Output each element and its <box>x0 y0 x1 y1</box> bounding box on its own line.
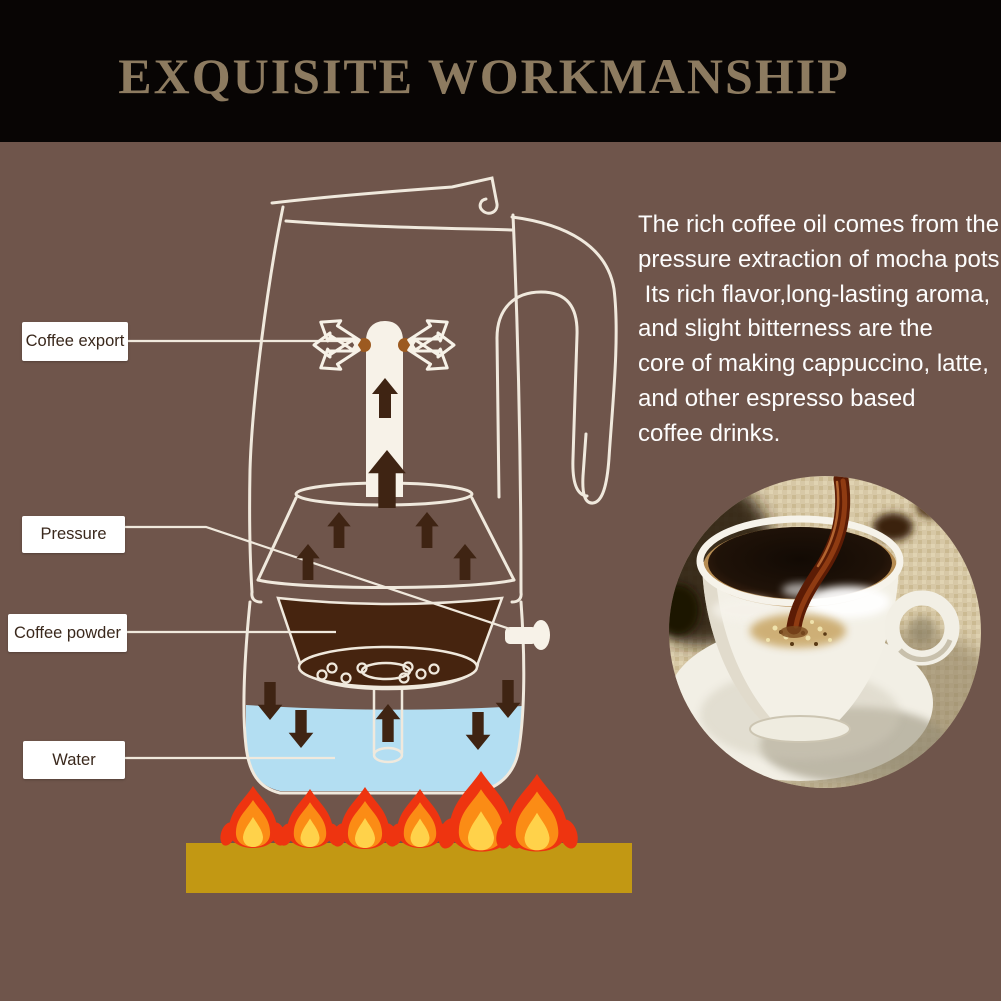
description-text: The rich coffee oil comes from the press… <box>638 208 1001 452</box>
label-coffee-export: Coffee export <box>22 322 128 361</box>
leader-pressure <box>125 525 511 631</box>
top-banner: EXQUISITE WORKMANSHIP <box>0 0 1001 142</box>
leader-lines <box>125 339 511 760</box>
pot-lid-bottom <box>284 219 514 232</box>
valve-icon <box>505 620 550 650</box>
description-line: Its rich flavor,long-lasting aroma, <box>638 280 991 308</box>
coffee-cup-photo <box>669 476 981 788</box>
label-water: Water <box>23 741 125 779</box>
water-chamber-outline <box>242 600 526 795</box>
label-coffee-export-text: Coffee export <box>25 332 125 350</box>
spray-arrow-icons-left <box>312 310 365 380</box>
pot-right-edge <box>511 213 523 594</box>
description-line: and slight bitterness are the <box>638 315 933 343</box>
label-pressure-text: Pressure <box>40 525 107 543</box>
label-water-text: Water <box>52 750 96 769</box>
moka-pot-outline <box>242 176 618 795</box>
label-coffee-powder-text: Coffee powder <box>13 623 122 642</box>
pot-lid-top <box>270 176 499 215</box>
funnel-tube <box>372 687 404 764</box>
pot-handle-inner <box>495 290 589 499</box>
stove-base <box>186 843 632 893</box>
description-line: and other espresso based <box>638 384 916 412</box>
banner-title: EXQUISITE WORKMANSHIP <box>118 48 850 104</box>
coffee-powder-basket <box>276 596 504 691</box>
pot-handle-outer <box>510 215 618 505</box>
description-line: coffee drinks. <box>638 419 781 447</box>
label-pressure: Pressure <box>22 516 125 553</box>
spout-dot-left <box>357 338 371 352</box>
description-line: The rich coffee oil comes from the <box>638 211 1000 238</box>
pot-left-edge <box>248 205 285 594</box>
description-line: core of making cappuccino, latte, <box>638 350 989 378</box>
description-line: pressure extraction of mocha pots. <box>638 245 1001 273</box>
spray-arrow-icons-right <box>403 310 456 380</box>
label-coffee-powder: Coffee powder <box>8 614 127 652</box>
